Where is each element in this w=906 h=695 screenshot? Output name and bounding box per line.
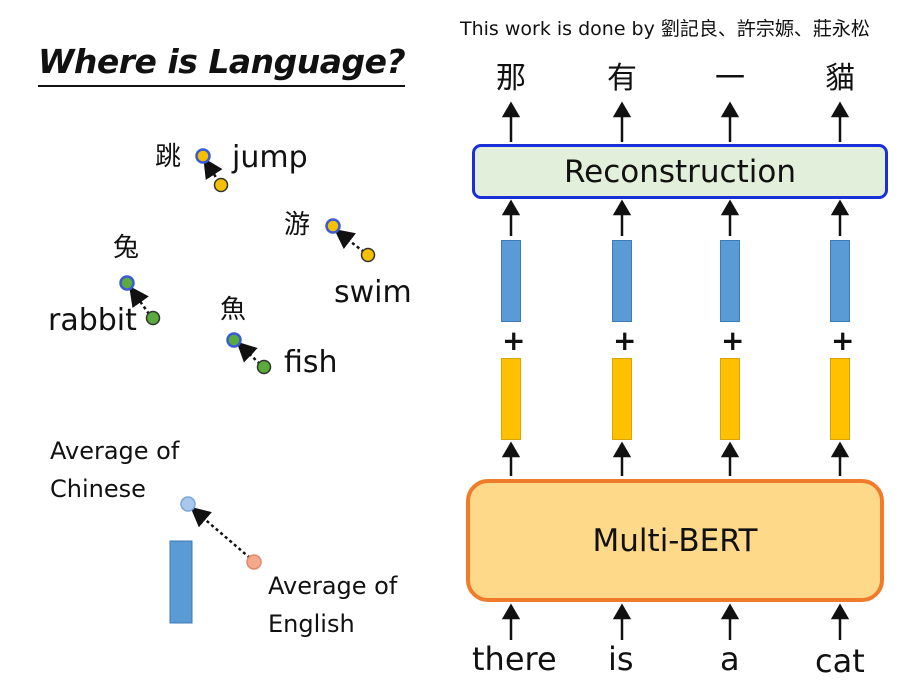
plus-sign-2: + <box>613 324 637 357</box>
blue-vector-2 <box>612 240 632 322</box>
fish-arrow <box>236 341 261 365</box>
input-token-2: is <box>608 640 634 678</box>
swim-en-point <box>360 247 376 263</box>
output-token-2: 有 <box>607 61 637 96</box>
average-chinese-point <box>180 496 196 512</box>
slide-title: Where is Language? <box>38 42 406 87</box>
output-token-4: 貓 <box>825 61 855 96</box>
jump-en-point <box>213 177 229 193</box>
input-token-4: cat <box>815 642 865 680</box>
label-zh-rabbit: 兔 <box>113 233 140 263</box>
rabbit-arrow <box>129 285 151 315</box>
blue-vector-3 <box>720 240 740 322</box>
average-english-line-2: English <box>268 610 355 638</box>
rabbit-en-point <box>145 310 161 326</box>
label-en-jump: jump <box>232 140 308 175</box>
jump-zh-point <box>195 148 211 164</box>
plus-sign-1: + <box>502 324 526 357</box>
label-zh-swim: 游 <box>284 210 311 240</box>
swim-arrow <box>334 228 365 253</box>
average-chinese-line-1: Average of <box>50 437 180 465</box>
label-zh-fish: 魚 <box>220 295 247 325</box>
reconstruction-box: Reconstruction <box>472 144 888 199</box>
fish-en-point <box>256 359 272 375</box>
input-token-3: a <box>720 640 740 678</box>
yellow-vector-3 <box>720 358 740 440</box>
rabbit-zh-point <box>119 275 135 291</box>
output-token-1: 那 <box>496 61 526 96</box>
label-en-fish: fish <box>284 345 338 380</box>
plus-sign-3: + <box>721 324 745 357</box>
output-token-3: 一 <box>715 61 745 96</box>
average-arrow <box>190 506 251 559</box>
yellow-vector-1 <box>501 358 521 440</box>
multi-bert-box: Multi-BERT <box>466 479 884 602</box>
jump-arrow <box>203 157 223 183</box>
label-en-rabbit: rabbit <box>48 303 137 338</box>
blue-vector-1 <box>501 240 521 322</box>
plus-sign-4: + <box>831 324 855 357</box>
average-chinese-line-2: Chinese <box>50 475 146 503</box>
average-chinese-label: Average of Chinese <box>50 432 179 508</box>
fish-zh-point <box>226 332 242 348</box>
yellow-vector-2 <box>612 358 632 440</box>
yellow-vector-4 <box>830 358 850 440</box>
swim-zh-point <box>325 218 341 234</box>
label-en-swim: swim <box>334 275 412 310</box>
average-english-point <box>246 554 262 570</box>
label-zh-jump: 跳 <box>155 142 182 172</box>
credit-text: This work is done by 劉記良、許宗嫄、莊永松 <box>460 18 870 40</box>
input-token-1: there <box>472 640 557 678</box>
language-vector-bar <box>169 540 193 624</box>
average-english-line-1: Average of <box>268 572 398 600</box>
blue-vector-4 <box>830 240 850 322</box>
average-english-label: Average of English <box>268 567 397 643</box>
